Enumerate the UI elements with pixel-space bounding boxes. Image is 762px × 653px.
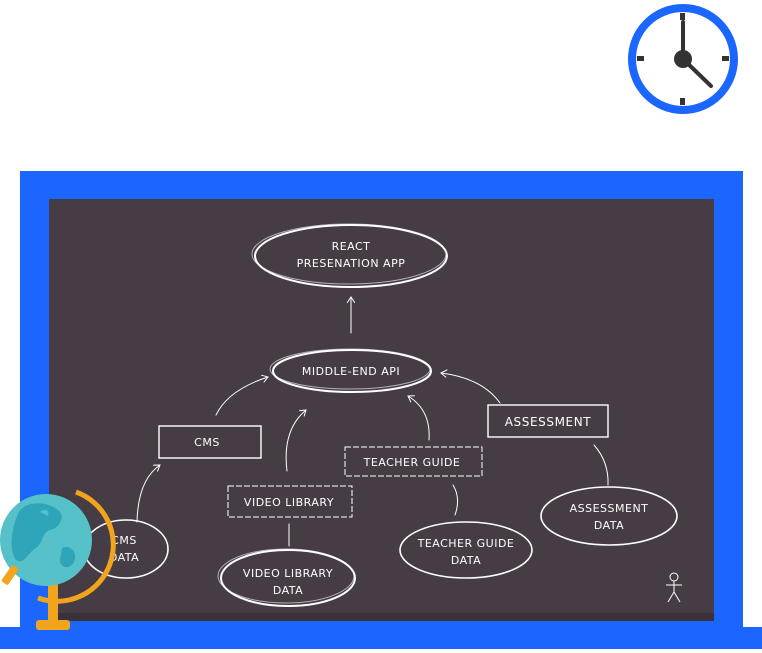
connector-teacher-to-api [408, 396, 430, 441]
connector-video-to-api [285, 410, 306, 472]
react-app-label-line2: PRESENATION APP [297, 257, 406, 270]
cms-data-label-line2: DATA [109, 551, 139, 564]
clock-icon [628, 4, 738, 114]
middle-end-api-label: MIDDLE-END API [302, 365, 400, 378]
node-teacher-guide: TEACHER GUIDE [344, 446, 483, 477]
teacher-guide-data-label-line1: TEACHER GUIDE [417, 537, 515, 550]
video-library-data-label-line1: VIDEO LIBRARY [243, 567, 333, 580]
node-video-library: VIDEO LIBRARY [227, 485, 353, 518]
node-cms: CMS [158, 425, 262, 459]
stick-figure-icon [666, 572, 682, 603]
chalkboard [49, 199, 714, 619]
connector-cms-to-api [215, 377, 268, 416]
assessment-data-label-line1: ASSESSMENT [570, 502, 649, 515]
assessment-data-label-line2: DATA [594, 519, 624, 532]
node-react-app: REACT PRESENATION APP [251, 223, 448, 288]
connector-cmsdata-to-cms [136, 465, 160, 523]
assessment-label: ASSESSMENT [505, 415, 592, 429]
connector-assessment-to-api [441, 373, 501, 404]
react-app-label-line1: REACT [332, 240, 371, 253]
node-assessment: ASSESSMENT [487, 404, 609, 438]
cms-data-label-line1: CMS [111, 534, 137, 547]
teacher-guide-data-label-line2: DATA [451, 554, 481, 567]
floor-strip [0, 627, 762, 649]
video-library-data-label-line2: DATA [273, 584, 303, 597]
globe-icon [0, 489, 116, 630]
teacher-guide-label: TEACHER GUIDE [363, 456, 461, 469]
node-teacher-guide-data: TEACHER GUIDE DATA [399, 521, 533, 579]
chalk-ledge [49, 613, 714, 621]
diagram-connectors [136, 297, 609, 547]
cms-label: CMS [194, 436, 220, 449]
node-middle-end-api: MIDDLE-END API [269, 348, 432, 393]
connector-assessmentdata-to-assessment [593, 444, 609, 486]
video-library-label: VIDEO LIBRARY [244, 496, 334, 509]
node-assessment-data: ASSESSMENT DATA [540, 486, 678, 546]
node-video-library-data: VIDEO LIBRARY DATA [217, 548, 356, 607]
connector-teacherdata-to-teacher [452, 484, 459, 516]
